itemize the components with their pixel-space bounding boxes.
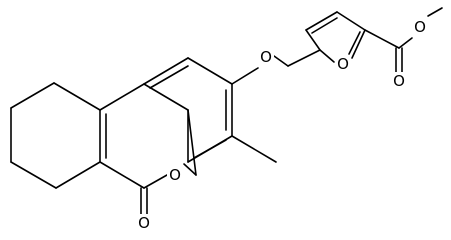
bond-ester-ome xyxy=(398,37,413,49)
ether-oxygen-label: O xyxy=(260,48,272,66)
ester-methoxy-oxygen-atom: O xyxy=(412,18,428,36)
bond-benzene xyxy=(143,57,189,85)
lactone-ring-oxygen-label: O xyxy=(169,166,181,184)
bond-furan xyxy=(336,11,366,31)
bond-furan-double xyxy=(348,31,361,55)
lactone-carbonyl-oxygen-label: O xyxy=(138,214,150,232)
bond-lactone xyxy=(143,83,189,111)
bond-lactone xyxy=(99,83,145,111)
lactone-carbonyl-oxygen-atom: O xyxy=(136,214,152,232)
bond-benzene-inner xyxy=(149,65,189,89)
ester-methoxy-oxygen-label: O xyxy=(414,18,426,36)
bond-furan-ester xyxy=(364,29,400,49)
bond-lactone xyxy=(183,163,197,176)
bond-aryl-ether xyxy=(231,67,259,85)
bond-cyclohexene xyxy=(55,161,101,189)
furan-oxygen-atom: O xyxy=(335,55,351,73)
bond-methyl xyxy=(231,135,277,163)
bond-furan xyxy=(305,29,321,51)
bond-lactone xyxy=(143,174,168,189)
ether-oxygen-atom: O xyxy=(258,48,274,66)
bond-lactone xyxy=(99,161,145,189)
furan-oxygen-label: O xyxy=(337,55,349,73)
atom-labels: O O O O O O xyxy=(136,18,428,232)
bond-furan xyxy=(305,11,338,31)
bond-ome-methyl xyxy=(427,7,443,17)
bond-furan xyxy=(351,29,366,59)
bond-lactone xyxy=(187,109,197,176)
bond-ch2-furan xyxy=(287,49,321,67)
bond-cyclohexene xyxy=(10,82,55,109)
bond-furan-double xyxy=(311,17,338,34)
bond-furan xyxy=(319,49,335,63)
bond-ether-ch2 xyxy=(273,55,289,67)
bonds xyxy=(10,7,443,217)
lactone-ring-oxygen-atom: O xyxy=(167,166,183,184)
bond-cyclohexene xyxy=(53,82,101,111)
ester-carbonyl-oxygen-atom: O xyxy=(391,72,407,90)
bond-benzene xyxy=(187,57,233,85)
bond-cyclohexene xyxy=(10,161,57,189)
bond-benzene-inner xyxy=(193,139,227,159)
ester-carbonyl-oxygen-label: O xyxy=(393,72,405,90)
